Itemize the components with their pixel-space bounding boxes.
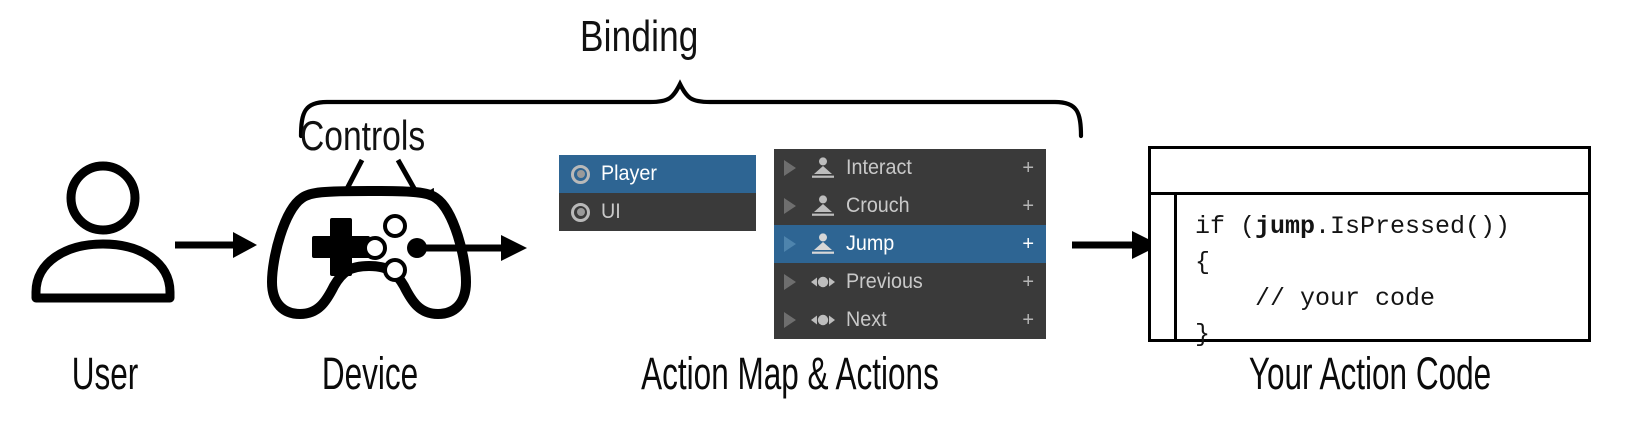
add-binding-button[interactable]: + (1022, 233, 1034, 255)
gamepad-icon (267, 186, 471, 319)
code-content[interactable]: if (jump.IsPressed()) { // your code } (1177, 195, 1588, 349)
button-action-icon (812, 233, 834, 254)
user-avatar-icon (31, 161, 175, 303)
button-action-icon (812, 157, 834, 178)
action-map-radio-icon (571, 202, 590, 222)
chevron-right-icon[interactable] (784, 160, 796, 176)
action-label: Interact (846, 156, 912, 179)
add-binding-button[interactable]: + (1022, 309, 1034, 331)
code-line-2: { (1195, 248, 1211, 277)
code-line-1-pre: if ( (1195, 212, 1256, 241)
caption-user: User (71, 348, 139, 399)
action-map-row-player[interactable]: Player (559, 155, 756, 193)
binding-label: Binding (580, 12, 699, 61)
action-map-radio-icon (571, 164, 590, 184)
add-binding-button[interactable]: + (1022, 157, 1034, 179)
arrow-device-to-actions-icon (415, 235, 527, 261)
actions-list[interactable]: Interact + Crouch + Jump + (774, 149, 1046, 339)
action-label: Next (846, 308, 887, 331)
action-row-interact[interactable]: Interact + (774, 149, 1046, 187)
action-map-label: UI (601, 200, 621, 223)
chevron-right-icon[interactable] (784, 198, 796, 214)
binding-brace-icon (298, 79, 1084, 139)
code-window-titlebar (1151, 149, 1588, 195)
caption-action-map: Action Map & Actions (641, 348, 939, 399)
action-map-row-ui[interactable]: UI (559, 193, 756, 231)
arrow-user-to-device-icon (175, 232, 257, 258)
action-label: Previous (846, 270, 923, 293)
action-map-label: Player (601, 162, 657, 185)
button-action-icon (812, 195, 834, 216)
code-line-1-post: .IsPressed()) (1315, 212, 1511, 241)
caption-your-action-code: Your Action Code (1248, 348, 1492, 399)
action-row-previous[interactable]: Previous + (774, 263, 1046, 301)
caption-device: Device (321, 348, 419, 399)
chevron-right-icon[interactable] (784, 312, 796, 328)
action-row-jump[interactable]: Jump + (774, 225, 1046, 263)
code-line-1-bold: jump (1255, 212, 1316, 241)
chevron-right-icon[interactable] (784, 274, 796, 290)
code-line-3: // your code (1195, 284, 1436, 313)
action-row-crouch[interactable]: Crouch + (774, 187, 1046, 225)
action-label: Crouch (846, 194, 910, 217)
action-row-next[interactable]: Next + (774, 301, 1046, 339)
axis-action-icon (811, 276, 835, 288)
code-gutter (1151, 195, 1177, 339)
action-label: Jump (846, 232, 895, 255)
action-maps-list[interactable]: Player UI (559, 155, 756, 231)
code-line-4: } (1195, 320, 1211, 349)
add-binding-button[interactable]: + (1022, 195, 1034, 217)
code-editor-window[interactable]: if (jump.IsPressed()) { // your code } (1148, 146, 1591, 349)
arrow-actions-to-code-icon (1072, 231, 1160, 259)
axis-action-icon (811, 314, 835, 326)
controls-label: Controls (300, 112, 426, 159)
chevron-right-icon[interactable] (784, 236, 796, 252)
add-binding-button[interactable]: + (1022, 271, 1034, 293)
